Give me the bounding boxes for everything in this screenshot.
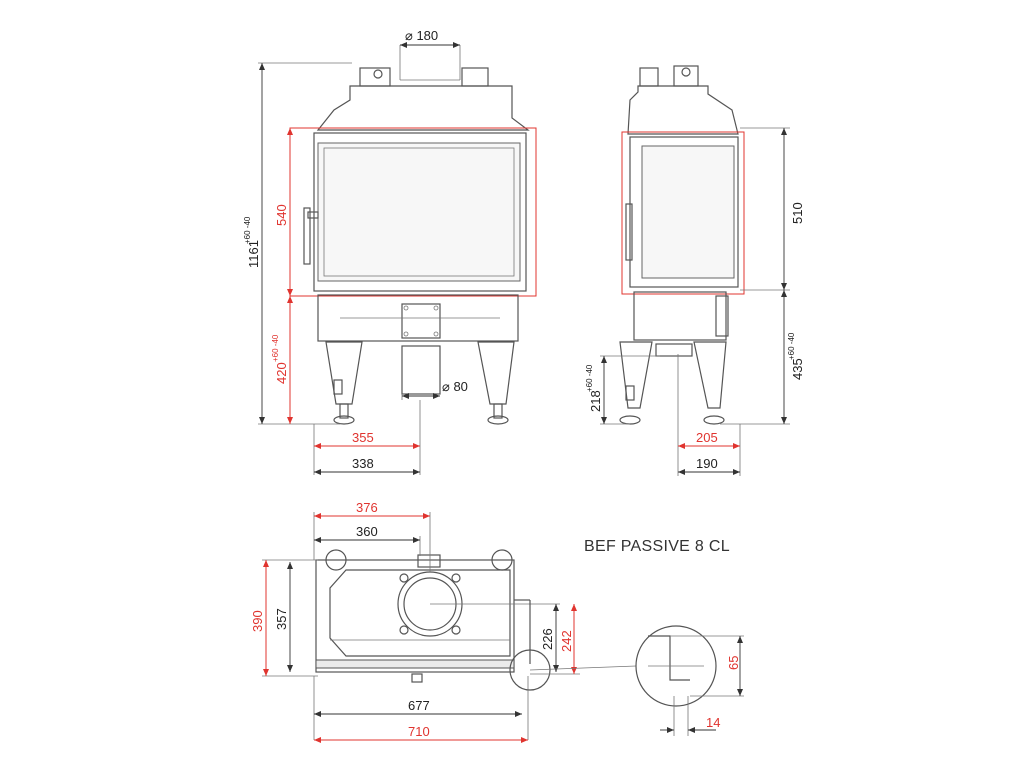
front-air-diameter-label: ⌀ 80 <box>442 379 468 394</box>
plan-d-242-label: 242 <box>559 630 574 652</box>
side-door-height-label: 510 <box>790 202 805 224</box>
plan-w-677-label: 677 <box>408 698 430 713</box>
plan-w-710-label: 710 <box>408 724 430 739</box>
side-depth-205-label: 205 <box>696 430 718 445</box>
front-total-height-tol: +60 -40 <box>243 216 252 244</box>
front-flue-diameter-label: ⌀ 180 <box>405 28 438 43</box>
side-base-height-label: 435 <box>790 358 805 380</box>
front-view <box>258 42 537 475</box>
front-base-height-tol: +60 -40 <box>271 334 280 362</box>
front-width-355-label: 355 <box>352 430 374 445</box>
front-total-height-label: 1161 <box>246 240 261 268</box>
plan-d-357-label: 357 <box>274 608 289 630</box>
plan-w-360-label: 360 <box>356 524 378 539</box>
plan-d-226-label: 226 <box>540 628 555 650</box>
detail-view <box>529 625 744 736</box>
side-air-height-tol: +60 -40 <box>585 364 594 392</box>
side-view <box>600 65 790 476</box>
plan-w-376-label: 376 <box>356 500 378 515</box>
side-air-height-label: 218 <box>588 390 603 412</box>
front-base-height-label: 420 <box>274 362 289 384</box>
detail-h-65-label: 65 <box>726 656 741 670</box>
front-width-338-label: 338 <box>352 456 374 471</box>
detail-w-14-label: 14 <box>706 715 720 730</box>
model-title: BEF PASSIVE 8 CL <box>584 538 730 555</box>
side-depth-190-label: 190 <box>696 456 718 471</box>
plan-d-390-label: 390 <box>250 610 265 632</box>
plan-view <box>262 512 580 743</box>
side-base-height-tol: +60 -40 <box>787 332 796 360</box>
front-door-height-label: 540 <box>274 204 289 226</box>
